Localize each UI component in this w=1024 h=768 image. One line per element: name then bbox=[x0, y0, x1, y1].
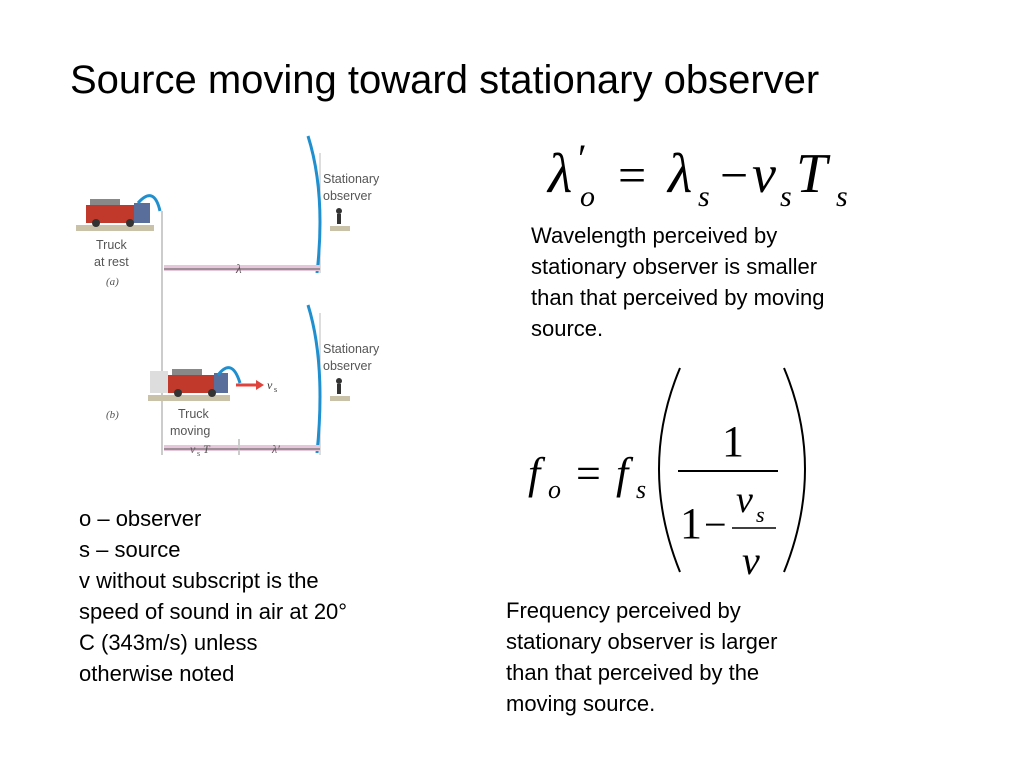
symbol-legend: o – observer s – source v without subscr… bbox=[79, 503, 347, 689]
truck-moving-label-line1: Truck bbox=[178, 407, 210, 421]
text-line: moving source. bbox=[506, 691, 656, 716]
observer-label-a-line2: observer bbox=[323, 189, 372, 203]
ground-a bbox=[330, 226, 350, 231]
right-parenthesis bbox=[783, 367, 806, 573]
vsT-T: T bbox=[203, 442, 211, 456]
eq2-v: v bbox=[742, 538, 760, 583]
vsT-v: v bbox=[190, 442, 196, 456]
eq1-sub-o: o bbox=[580, 180, 595, 213]
eq1-v: v bbox=[752, 144, 776, 204]
left-parenthesis bbox=[658, 367, 681, 573]
eq1-v-sub: s bbox=[780, 180, 792, 213]
legend-line: C (343m/s) unless bbox=[79, 630, 258, 655]
observer-label-b-line2: observer bbox=[323, 359, 372, 373]
text-line: stationary observer is larger bbox=[506, 629, 778, 654]
eq2-vs-sub: s bbox=[756, 502, 765, 527]
eq2-sub-o: o bbox=[548, 475, 561, 504]
legend-line: speed of sound in air at 20° bbox=[79, 599, 348, 624]
eq2-numerator: 1 bbox=[722, 417, 744, 466]
eq1-minus: − bbox=[720, 147, 748, 203]
siren-wave-b-icon bbox=[216, 366, 242, 384]
lambda-band bbox=[164, 265, 320, 271]
truck-moving-icon bbox=[148, 369, 230, 401]
eq2-fs: f bbox=[616, 449, 634, 498]
observer-label-a-line1: Stationary bbox=[323, 172, 380, 186]
eq2-sub-s: s bbox=[636, 475, 646, 504]
lambda-label: λ bbox=[235, 261, 242, 276]
eq1-prime: ′ bbox=[578, 136, 587, 181]
ground-b bbox=[330, 396, 350, 401]
eq2-vs: v bbox=[736, 479, 753, 521]
velocity-arrow-icon bbox=[236, 380, 264, 390]
legend-line: otherwise noted bbox=[79, 661, 235, 686]
vs-label-sub: s bbox=[274, 385, 277, 394]
truck-at-rest-icon bbox=[76, 199, 154, 231]
eq1-equals: = bbox=[618, 147, 646, 203]
vsT-s: s bbox=[197, 449, 200, 458]
truck-moving-label-line2: moving bbox=[170, 424, 210, 438]
siren-wave-a-icon bbox=[136, 194, 162, 212]
wavelength-description: Wavelength perceived by stationary obser… bbox=[531, 220, 825, 344]
eq1-lambda: λ bbox=[546, 143, 572, 205]
frequency-equation: f o = f s 1 1 − v s v bbox=[528, 367, 806, 583]
wavefront-b-icon bbox=[306, 304, 322, 454]
eq2-denom-minus: − bbox=[704, 502, 727, 547]
observer-label-b-line1: Stationary bbox=[323, 342, 380, 356]
observer-a-icon bbox=[336, 208, 342, 224]
legend-line: v without subscript is the bbox=[79, 568, 319, 593]
panel-a-label: (a) bbox=[106, 276, 119, 288]
text-line: source. bbox=[531, 316, 604, 341]
wavelength-equation: λ ′ o = λ s − v s T s bbox=[546, 136, 848, 213]
observer-b-icon bbox=[336, 378, 342, 394]
eq1-T-sub: s bbox=[836, 180, 848, 213]
vs-label: v bbox=[267, 378, 273, 392]
truck-rest-label-line1: Truck bbox=[96, 238, 128, 252]
eq1-sub-s: s bbox=[698, 180, 710, 213]
slide-title: Source moving toward stationary observer bbox=[70, 58, 820, 102]
eq2-equals: = bbox=[576, 449, 601, 498]
eq2-f: f bbox=[528, 449, 546, 498]
lambda-prime-label: λ′ bbox=[271, 442, 280, 456]
text-line: than that perceived by moving bbox=[531, 285, 825, 310]
panel-b-label: (b) bbox=[106, 409, 119, 421]
eq1-lambda-s: λ bbox=[666, 143, 692, 205]
text-line: than that perceived by the bbox=[506, 660, 760, 685]
legend-line: o – observer bbox=[79, 506, 202, 531]
truck-rest-label-line2: at rest bbox=[94, 255, 129, 269]
legend-line: s – source bbox=[79, 537, 181, 562]
eq1-T: T bbox=[796, 143, 831, 205]
text-line: stationary observer is smaller bbox=[531, 254, 818, 279]
doppler-diagram: Stationary observer Truck at rest (a) λ … bbox=[76, 135, 380, 458]
text-line: Wavelength perceived by bbox=[531, 223, 778, 248]
frequency-description: Frequency perceived by stationary observ… bbox=[506, 595, 777, 719]
wavefront-a-icon bbox=[306, 135, 322, 274]
lambda-prime-band bbox=[240, 445, 320, 451]
eq2-denom-one: 1 bbox=[680, 499, 702, 548]
vsT-band bbox=[164, 445, 238, 451]
text-line: Frequency perceived by bbox=[506, 598, 741, 623]
